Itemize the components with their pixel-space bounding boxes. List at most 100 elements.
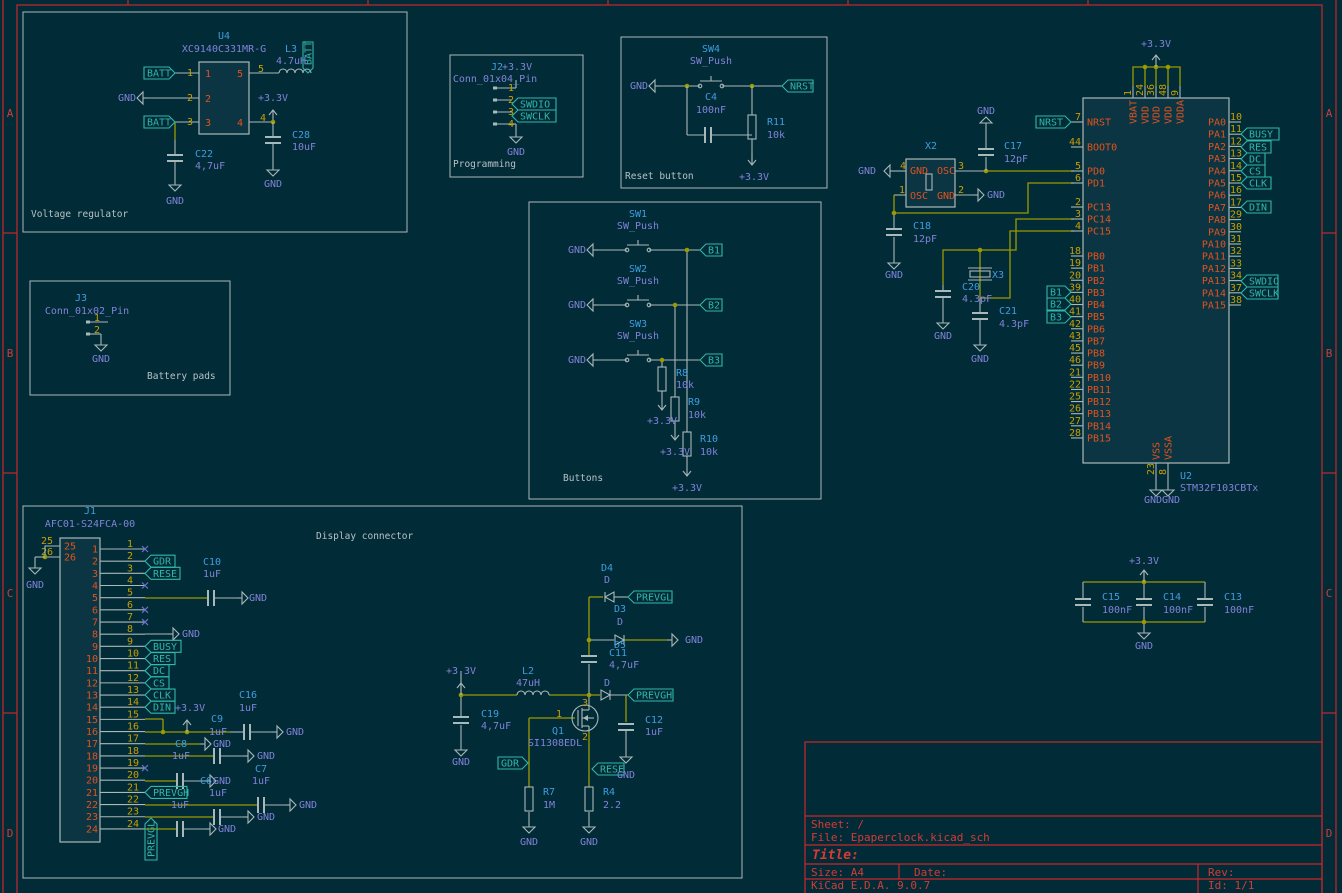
net-label-batt[interactable]: BATT [143, 66, 176, 80]
net-label-gdr[interactable]: GDR [144, 554, 176, 568]
j1-connector-body[interactable] [59, 537, 101, 843]
net-label-cs[interactable]: CS [1240, 164, 1266, 178]
net-label-b2[interactable]: B2 [699, 298, 723, 312]
net-label-din[interactable]: DIN [144, 700, 176, 714]
net-label-busy[interactable]: BUSY [1240, 127, 1280, 141]
mosfet-q1[interactable] [571, 704, 599, 732]
net-label-dc[interactable]: DC [144, 664, 170, 678]
net-label-res[interactable]: RES [1240, 140, 1272, 154]
net-label-swclk[interactable]: SWCLK [511, 109, 557, 123]
net-label-b3[interactable]: B3 [1046, 310, 1072, 324]
net-label-swdio[interactable]: SWDIO [1240, 274, 1279, 288]
j3-connector[interactable] [86, 320, 108, 341]
net-label-res[interactable]: RES [144, 651, 176, 666]
net-label-swdio[interactable]: SWDIO [511, 97, 557, 111]
net-label-busy[interactable]: BUSY [144, 639, 182, 653]
net-label-gdr[interactable]: GDR [497, 756, 529, 770]
net-label-prevgh[interactable]: PREVGH [144, 785, 189, 799]
u2-mcu-body[interactable] [1082, 97, 1230, 464]
net-label-b2[interactable]: B2 [1046, 297, 1072, 311]
net-label-rese[interactable]: RESE [591, 762, 625, 776]
net-label-prevgl[interactable]: PREVGL [144, 817, 158, 861]
net-label-b1[interactable]: B1 [1046, 285, 1072, 299]
net-label-nrst[interactable]: NRST [781, 79, 814, 93]
net-label-nrst[interactable]: NRST [1035, 115, 1072, 129]
net-label-b3[interactable]: B3 [699, 353, 723, 367]
net-label-rese[interactable]: RESE [144, 566, 181, 580]
u4-regulator[interactable] [148, 61, 279, 135]
net-label-cs[interactable]: CS [144, 676, 170, 690]
net-label-clk[interactable]: CLK [1240, 176, 1272, 190]
net-label-batt[interactable]: BATT [143, 115, 176, 129]
net-label-swclk[interactable]: SWCLK [1240, 286, 1279, 300]
net-label-batt[interactable]: BATT [302, 41, 315, 74]
net-label-prevgh[interactable]: PREVGH [627, 688, 674, 702]
net-label-din[interactable]: DIN [1240, 200, 1272, 214]
